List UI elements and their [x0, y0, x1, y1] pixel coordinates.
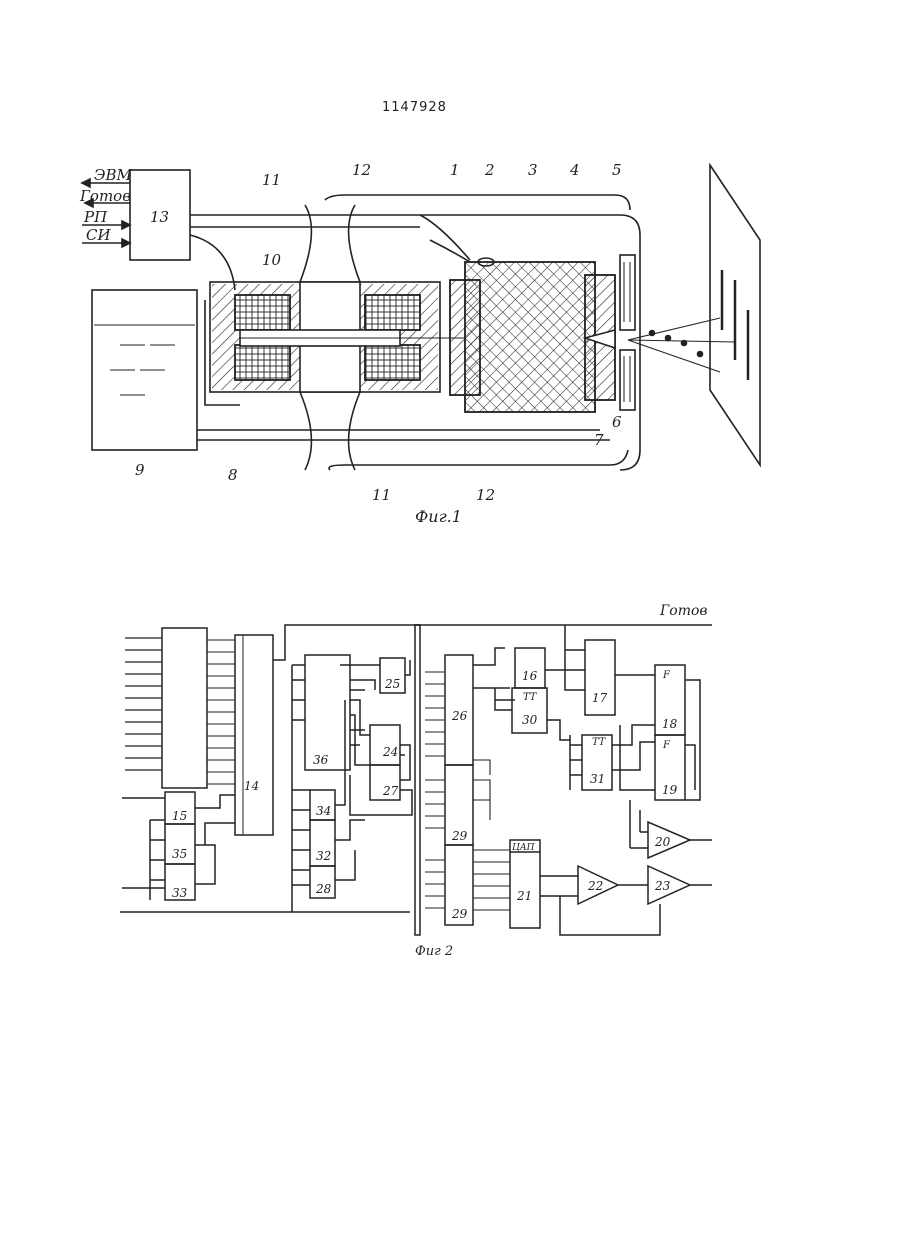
io-label-rp: РП	[83, 208, 108, 226]
label-f-18: F	[662, 670, 671, 681]
label-28: 28	[315, 882, 332, 896]
io-label-si: СИ	[86, 226, 111, 244]
label-17: 17	[592, 691, 608, 705]
label-33: 33	[172, 886, 188, 900]
label-14: 14	[244, 779, 259, 793]
label-15: 15	[172, 809, 187, 823]
label-11-top: 11	[262, 171, 281, 189]
label-23: 23	[654, 879, 671, 893]
label-26: 26	[451, 709, 468, 723]
input-lines	[125, 638, 162, 770]
label-20: 20	[654, 835, 671, 849]
fig1-diagram	[82, 165, 760, 470]
label-36: 36	[313, 753, 329, 767]
label-tt-31: ТТ	[592, 737, 607, 748]
block-21-dac	[510, 840, 540, 928]
label-30: 30	[522, 713, 538, 727]
ready-label: Готов	[659, 603, 708, 619]
label-3: 3	[528, 161, 538, 179]
label-11-bottom: 11	[372, 486, 391, 504]
label-19: 19	[662, 783, 678, 797]
label-7: 7	[594, 431, 604, 449]
label-dac: ЦАП	[512, 843, 535, 853]
label-2: 2	[484, 161, 495, 179]
fig2-diagram	[120, 625, 712, 935]
label-8: 8	[228, 466, 238, 484]
label-5: 5	[612, 161, 622, 179]
label-1: 1	[450, 161, 460, 179]
label-21: 21	[516, 889, 532, 903]
label-31: 31	[590, 772, 605, 786]
label-22: 22	[587, 879, 603, 893]
fig2-caption: Фиг 2	[415, 944, 453, 959]
label-4: 4	[569, 161, 580, 179]
label-18: 18	[662, 717, 678, 731]
io-label-evm: ЭВМ	[94, 166, 133, 184]
label-24: 24	[382, 745, 398, 759]
label-tt-30: ТТ	[523, 692, 538, 703]
label-12-bottom: 12	[476, 486, 495, 504]
block-14	[235, 635, 273, 835]
label-34: 34	[316, 804, 331, 818]
input-register	[162, 628, 207, 788]
label-12-top: 12	[352, 161, 371, 179]
label-13: 13	[150, 208, 169, 226]
fig2-labels: Готов 14 15 35 33 36 25 24 27 34 32 28 2…	[172, 603, 708, 959]
label-f-19: F	[662, 740, 671, 751]
label-29a: 29	[451, 829, 468, 843]
label-6: 6	[612, 413, 622, 431]
label-32: 32	[316, 849, 331, 863]
fig1-caption: Фиг.1	[415, 507, 462, 526]
label-16: 16	[522, 669, 538, 683]
label-9: 9	[135, 461, 145, 479]
label-29b: 29	[451, 907, 468, 921]
label-10: 10	[262, 251, 282, 269]
io-label-ready: Готов	[79, 187, 131, 205]
label-25: 25	[384, 677, 400, 691]
label-35: 35	[172, 847, 187, 861]
label-27: 27	[382, 784, 399, 798]
